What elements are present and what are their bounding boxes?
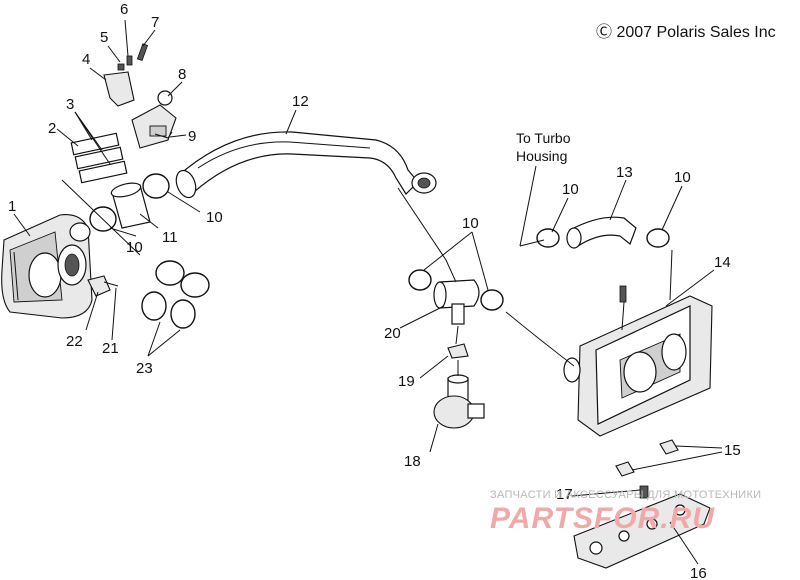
- callout-3: 3: [66, 96, 74, 113]
- clamps-right: [536, 228, 670, 248]
- part-14-intercooler: [563, 285, 713, 437]
- part-9-clip: [154, 131, 173, 139]
- callout-21: 21: [102, 340, 119, 357]
- callout-2: 2: [48, 120, 56, 137]
- part-4-bracket: [103, 71, 135, 107]
- callout-7: 7: [151, 14, 159, 31]
- note-line-1: To Turbo: [516, 130, 571, 146]
- callout-8: 8: [178, 66, 186, 83]
- callout-4: 4: [82, 51, 90, 68]
- copyright-notice: Ⓒ 2007 Polaris Sales Inc: [596, 24, 776, 41]
- callout-11: 11: [162, 229, 178, 246]
- clamps-left: [89, 173, 210, 329]
- callout-19: 19: [398, 373, 415, 390]
- callout-16: 16: [690, 565, 707, 580]
- part-5-7-fasteners: [117, 43, 149, 71]
- callout-1: 1: [8, 198, 16, 215]
- part-17-bolt: [639, 485, 649, 499]
- part-1-intake-housing: [1, 213, 93, 319]
- part-15-bolts: [615, 439, 679, 477]
- part-2-3-hoses: [70, 132, 128, 184]
- watermark-small-text: ЗАПЧАСТИ И АКСЕССУАРЫ ДЛЯ МОТОТЕХНИКИ: [490, 489, 761, 501]
- part-20-tee: [433, 279, 480, 325]
- callout-10d: 10: [562, 181, 579, 198]
- part-8-valve-body: [131, 90, 177, 149]
- callout-17: 17: [556, 486, 573, 503]
- callout-23: 23: [136, 360, 153, 377]
- part-21-22-bracket: [87, 275, 119, 297]
- part-16-bracket: [573, 493, 711, 569]
- part-12-duct-hose: [175, 131, 437, 199]
- note-line-2: Housing: [516, 148, 567, 164]
- callout-10c: 10: [462, 215, 479, 232]
- callout-labels: 1 2 3 4 5 6 7 8 9 10 10 11 10 12 10 13 1…: [8, 1, 741, 580]
- part-18-elbow-valve: [433, 374, 485, 429]
- callout-10e: 10: [674, 169, 691, 186]
- callout-10b: 10: [126, 239, 143, 256]
- clamps-center: [408, 269, 504, 311]
- part-13-hose: [566, 216, 637, 249]
- part-19-grommet: [447, 343, 469, 359]
- callout-15: 15: [724, 442, 741, 459]
- callout-6: 6: [120, 1, 128, 18]
- watermark-logo-text: PARTSFOR.RU: [490, 502, 715, 535]
- callout-5: 5: [100, 29, 108, 46]
- callout-13: 13: [616, 164, 633, 181]
- callout-9: 9: [188, 128, 196, 145]
- callout-10a: 10: [206, 209, 223, 226]
- callout-14: 14: [714, 254, 731, 271]
- callout-12: 12: [292, 93, 309, 110]
- callout-20: 20: [384, 325, 401, 342]
- callout-18: 18: [404, 453, 421, 470]
- leader-lines: [13, 19, 723, 565]
- callout-22: 22: [66, 333, 83, 350]
